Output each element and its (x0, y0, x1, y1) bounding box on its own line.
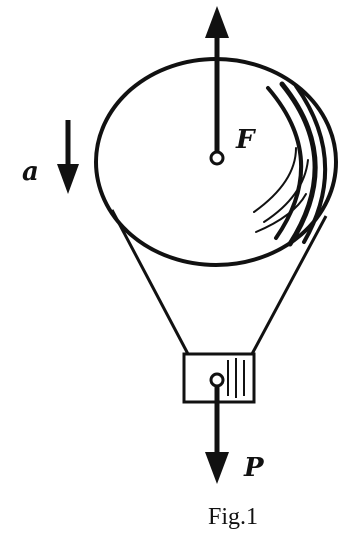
label-p: P (243, 453, 265, 483)
acceleration-a-arrow (57, 120, 79, 194)
basket-hatching (227, 358, 245, 398)
balloon-shading (253, 81, 328, 247)
right-rope (250, 215, 328, 355)
figure-caption: Fig.1 (208, 504, 258, 530)
weight-p-arrow (205, 372, 229, 484)
force-f-arrow (205, 6, 229, 166)
label-f: F (235, 125, 256, 155)
label-a: a (22, 157, 39, 187)
left-rope (110, 209, 190, 355)
